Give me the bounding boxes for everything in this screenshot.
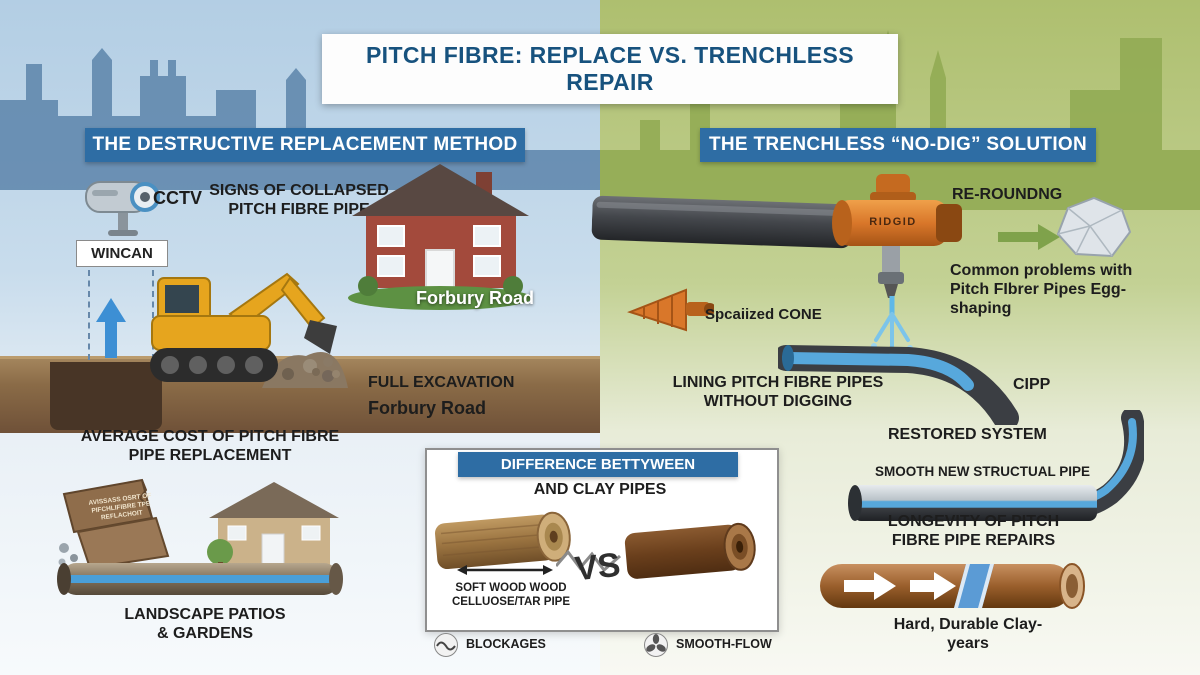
beige-house-illustration <box>207 482 339 574</box>
comparison-subtitle: AND CLAY PIPES <box>533 481 667 498</box>
vs-zigzag <box>556 549 621 573</box>
blockages-icon <box>434 633 458 657</box>
smooth-structural-pipe <box>848 485 1097 521</box>
green-arrow-icon <box>998 224 1060 250</box>
road-label: Forbury Road <box>368 398 487 418</box>
house-road-label: Forbury Road <box>416 288 535 308</box>
excavated-trench <box>50 362 162 430</box>
excavator-illustration <box>150 272 340 382</box>
lining-label: LINING PITCH FIBRE PIPES WITHOUT DIGGING <box>672 374 884 410</box>
rerounding-label: RE-ROUNDNG <box>952 186 1063 203</box>
crushed-pipe-illustration <box>1056 196 1132 258</box>
left-section-header: THE DESTRUCTIVE REPLACEMENT METHOD <box>85 128 525 162</box>
right-city-skyline <box>600 30 1200 210</box>
garden-pipe-illustration <box>57 563 343 595</box>
rerounding-tool <box>832 174 962 298</box>
double-arrow <box>457 565 553 575</box>
cctv-label: CCTV <box>153 188 202 208</box>
dark-drain-pipe <box>591 195 853 249</box>
broken-pipe-debris <box>58 478 170 569</box>
full-excavation-label: FULL EXCAVATION <box>368 374 515 391</box>
comparison-banner: DIFFERENCE BETTYWEEN <box>458 452 738 477</box>
survey-dash-line <box>88 270 90 360</box>
cctv-camera-icon <box>85 181 160 236</box>
smooth-pipe-label: SMOOTH NEW STRUCTUAL PIPE <box>875 464 1091 479</box>
common-problems-label: Common problems with Pitch FIbrer Pipes … <box>950 262 1133 317</box>
clay-pipe-illustration <box>624 522 756 579</box>
restored-system-label: RESTORED SYSTEM <box>888 426 1047 443</box>
cone-tool-icon <box>627 288 714 332</box>
longevity-label: LONGEVITY OF PITCH FIBRE PIPE REPAIRS <box>887 513 1060 549</box>
average-cost-label: AVERAGE COST OF PITCH FIBRE PIPE REPLACE… <box>80 428 340 464</box>
signs-of-collapse-label: SIGNS OF COLLAPSED PITCH FIBRE PIPE <box>209 182 389 218</box>
page-title: PITCH FIBRE: REPLACE VS. TRENCHLESS REPA… <box>322 34 898 104</box>
right-section-header: THE TRENCHLESS “NO-DIG” SOLUTION <box>700 128 1096 162</box>
survey-dash-line <box>152 270 154 360</box>
landscape-label: LANDSCAPE PATIOS & GARDENS <box>124 606 286 642</box>
blockages-label: BLOCKAGES <box>466 637 546 651</box>
blue-up-arrow <box>96 298 126 358</box>
pitch-fibre-pipe-illustration <box>435 511 571 570</box>
smooth-flow-label: SMOOTH-FLOW <box>676 637 772 651</box>
cipp-label: CIPP <box>1013 376 1051 393</box>
cipp-lined-pipe <box>778 345 1019 425</box>
specialized-cone-label: Spcaiized CONE <box>705 306 822 323</box>
wincan-label: WINCAN <box>76 240 168 267</box>
repaired-clay-pipe <box>820 563 1085 609</box>
hard-durable-label: Hard, Durable Clay-years <box>893 616 1043 652</box>
ridgid-brand-label: RIDGID <box>869 216 917 228</box>
soft-wood-pipe-label: SOFT WOOD WOOD CELLUOSE/TAR PIPE <box>452 582 570 608</box>
red-house-illustration <box>348 164 532 310</box>
smooth-flow-icon <box>644 633 668 657</box>
